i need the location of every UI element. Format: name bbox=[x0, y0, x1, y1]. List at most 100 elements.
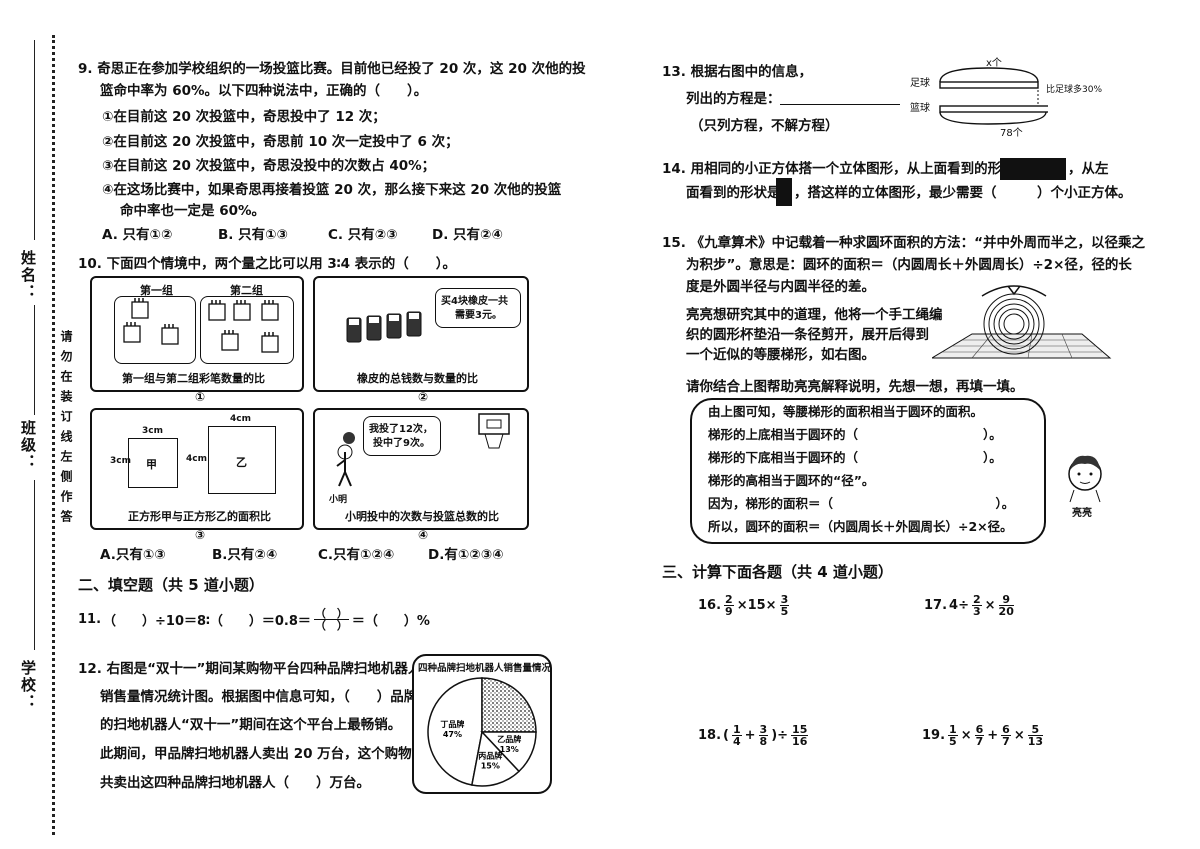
q10-option-d[interactable]: D.有①②③④ bbox=[428, 547, 504, 563]
q13-line1: 13. 根据右图中的信息， bbox=[662, 64, 813, 80]
q17-b-num: 9 bbox=[998, 594, 1014, 606]
q17-a-num: 2 bbox=[971, 593, 982, 606]
marker-boxes-icon bbox=[123, 298, 279, 353]
school-label: 学校： bbox=[19, 660, 37, 711]
q16-b-num: 3 bbox=[779, 593, 790, 606]
q15-box-line1: 由上图可知，等腰梯形的面积相当于圆环的面积。 bbox=[708, 404, 984, 419]
class-underline bbox=[34, 305, 35, 415]
pie-label-name-4: 丙品牌 bbox=[478, 751, 502, 761]
binding-notice: 请勿在装订线左侧作答 bbox=[59, 330, 73, 530]
panel3-caption: 正方形甲与正方形乙的面积比 bbox=[128, 510, 271, 523]
school-underline bbox=[34, 480, 35, 650]
q15-box-line3[interactable]: 梯形的下底相当于圆环的（ ）。 bbox=[708, 450, 1002, 465]
q10-option-c[interactable]: C.只有①②④ bbox=[318, 547, 395, 563]
q11-number: 11. bbox=[78, 612, 102, 627]
name-line bbox=[34, 40, 35, 240]
q15-box-line2[interactable]: 梯形的上底相当于圆环的（ ）。 bbox=[708, 427, 1002, 442]
panel4-number: ④ bbox=[418, 528, 429, 542]
q19-c-num: 6 bbox=[1001, 723, 1011, 736]
q9-option-d[interactable]: D. 只有②④ bbox=[432, 227, 503, 243]
q19-op3: × bbox=[1013, 728, 1025, 743]
panel4-speech-2: 投中了9次。 bbox=[373, 438, 430, 449]
pie-label-value-1: 47% bbox=[443, 730, 462, 739]
class-label: 班级： bbox=[19, 420, 37, 471]
name-label: 姓名： bbox=[19, 250, 37, 301]
q12-line3: 的扫地机器人“双十一”期间在这个平台上最畅销。 bbox=[100, 717, 402, 733]
q9-statement-1: ①在目前这 20 次投篮中，奇思投中了 12 次； bbox=[102, 109, 386, 125]
group2-frame bbox=[200, 296, 294, 364]
q15-answer-box bbox=[690, 398, 1046, 544]
x-label: x个 bbox=[986, 58, 1002, 69]
pie-slice-2 bbox=[481, 677, 537, 733]
q14-line2b: ，搭这样的立体图形，最少需要（ ）个小正方体。 bbox=[794, 185, 1132, 201]
segment-diagram bbox=[939, 67, 1048, 125]
group1-label: 第一组 bbox=[140, 284, 173, 297]
pie-slice-1 bbox=[427, 677, 483, 786]
panel2-caption: 橡皮的总钱数与数量的比 bbox=[357, 372, 478, 385]
square-yi bbox=[208, 426, 276, 494]
q18-a-num: 1 bbox=[731, 723, 742, 736]
q12-line5: 共卖出这四种品牌扫地机器人（ ）万台。 bbox=[100, 775, 370, 791]
q12-line2: 销售量情况统计图。根据图中信息可知，（ ）品牌 bbox=[100, 689, 418, 705]
jia-width: 3cm bbox=[142, 426, 163, 436]
pie-label-value-4: 15% bbox=[481, 762, 500, 771]
panel3-number: ③ bbox=[195, 528, 206, 542]
q19-op2: + bbox=[987, 728, 999, 743]
q9-option-c[interactable]: C. 只有②③ bbox=[328, 227, 398, 243]
section3-title: 三、计算下面各题（共 4 道小题） bbox=[662, 563, 893, 581]
more-label: 比足球多30% bbox=[1046, 85, 1103, 95]
jia-height: 3cm bbox=[110, 456, 131, 466]
q16-a-den: 9 bbox=[725, 605, 733, 618]
q18-c-den: 16 bbox=[792, 735, 808, 748]
q19-a-den: 5 bbox=[949, 735, 957, 748]
q10-option-b[interactable]: B.只有②④ bbox=[212, 547, 278, 563]
q15-line1: 15. 《九章算术》中记载着一种求圆环面积的方法：“并中外周而半之，以径乘之 bbox=[662, 235, 1145, 251]
q13-line3: （只列方程，不解方程） bbox=[690, 118, 839, 134]
q19-d-den: 13 bbox=[1027, 735, 1044, 748]
q18-plus: + bbox=[744, 728, 756, 743]
q17-number: 17. bbox=[924, 598, 948, 613]
q15-line3: 度是外圆半径与内圆半径的差。 bbox=[686, 279, 875, 295]
q9-option-a[interactable]: A. 只有①② bbox=[102, 227, 173, 243]
q18-c-num: 15 bbox=[791, 723, 809, 736]
q9-statement-4a: ④在这场比赛中，如果奇思再接着投篮 20 次，那么接下来这 20 次他的投篮 bbox=[102, 182, 562, 198]
speech-bubble bbox=[435, 288, 521, 328]
q17-a-den: 3 bbox=[972, 605, 981, 618]
total-label: 78个 bbox=[1000, 128, 1023, 139]
q10-stem: 10. 下面四个情境中，两个量之比可以用 3∶4 表示的（ ）。 bbox=[78, 256, 457, 272]
q10-panel-2: 买4块橡皮一共 需要3元。 橡皮的总钱数与数量的比 bbox=[313, 276, 529, 392]
q11-part1: （ ）÷10＝8∶（ ）＝0.8＝ bbox=[103, 614, 311, 629]
q10-option-a[interactable]: A.只有①③ bbox=[100, 547, 166, 563]
q16-b-den: 5 bbox=[780, 605, 789, 618]
person-label: 小明 bbox=[329, 495, 348, 505]
basketball-label: 篮球 bbox=[910, 103, 930, 114]
q17-pre: 4÷ bbox=[949, 598, 969, 613]
q18-b-num: 3 bbox=[758, 723, 769, 736]
pie-chart-title: 四种品牌扫地机器人销售量情况 bbox=[418, 663, 552, 674]
q9-line1: 9. 奇思正在参加学校组织的一场投篮比赛。目前他已经投了 20 次，这 20 次… bbox=[78, 61, 586, 77]
q15-instruction: 请你结合上图帮助亮亮解释说明，先想一想，再填一填。 bbox=[686, 379, 1024, 395]
q9-option-b[interactable]: B. 只有①③ bbox=[218, 227, 288, 243]
q14-line2a: 面看到的形状是 bbox=[686, 185, 781, 201]
q15-box-line6: 所以，圆环的面积＝（内圆周长＋外圆周长）÷2×径。 bbox=[708, 519, 1013, 534]
q15-box-line5[interactable]: 因为，梯形的面积＝（ ）。 bbox=[708, 496, 1015, 511]
panel2-speech-2: 需要3元。 bbox=[455, 310, 502, 321]
q13-answer-line[interactable] bbox=[780, 104, 900, 105]
q18-a-den: 4 bbox=[732, 735, 741, 748]
top-view-shape bbox=[1000, 158, 1066, 180]
yi-label: 乙 bbox=[236, 456, 247, 469]
liangliang-avatar-icon bbox=[1068, 455, 1102, 503]
yi-width: 4cm bbox=[230, 414, 251, 424]
panel2-speech-1: 买4块橡皮一共 bbox=[441, 296, 508, 307]
q10-panel-4: 我投了12次， 投中了9次。 小明 小明投中的次数与投篮总数的比 bbox=[313, 408, 529, 530]
q19-d-num: 5 bbox=[1027, 724, 1044, 736]
q9-statement-2: ②在目前这 20 次投篮中，奇思前 10 次一定投中了 6 次； bbox=[102, 134, 459, 150]
q15-para3: 一个近似的等腰梯形，如右图。 bbox=[686, 347, 875, 363]
